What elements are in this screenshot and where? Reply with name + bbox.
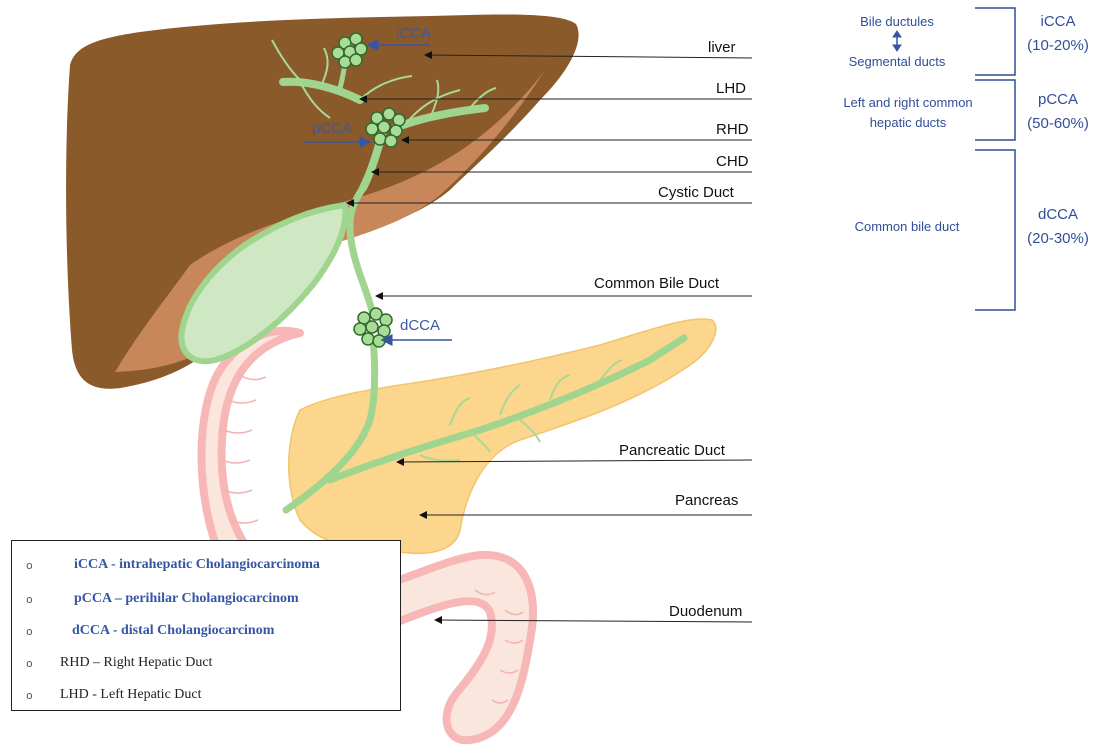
dcca-tumor-label: dCCA [400,317,440,334]
label-rhd: RHD [716,121,749,138]
label-duodenum: Duodenum [669,603,742,620]
dcca-tumor [354,308,392,347]
legend-text: iCCA - intrahepatic Cholangiocarcinoma [74,557,320,573]
class-pcca-region-top: Left and right common [843,95,972,110]
class-pcca-bracket [975,80,1015,140]
legend-text: RHD – Right Hepatic Duct [60,655,212,671]
legend-text: LHD - Left Hepatic Duct [60,687,202,703]
label-pancreas: Pancreas [675,492,738,509]
classification-panel: Bile ductules Segmental ducts iCCA (10-2… [843,8,1089,310]
class-icca-bracket [975,8,1015,75]
label-chd: CHD [716,153,749,170]
legend-bullet-icon: o [26,593,33,606]
class-dcca-pct: (20-30%) [1027,230,1089,247]
abbreviation-legend: o iCCA - intrahepatic Cholangiocarcinoma… [11,540,401,711]
class-pcca-name: pCCA [1038,91,1078,108]
legend-bullet-icon: o [26,689,33,702]
class-pcca-region-bottom: hepatic ducts [870,115,947,130]
label-liver: liver [708,39,736,56]
class-icca-name: iCCA [1040,13,1075,30]
pancreas-shape [289,319,716,553]
legend-text: pCCA – perihilar Cholangiocarcinom [74,591,299,607]
legend-bullet-icon: o [26,657,33,670]
double-arrow-icon [893,31,901,51]
class-dcca-name: dCCA [1038,206,1078,223]
legend-bullet-icon: o [26,559,33,572]
class-pcca-pct: (50-60%) [1027,115,1089,132]
class-icca-region-top: Bile ductules [860,14,934,29]
class-dcca-bracket [975,150,1015,310]
icca-tumor-label: iCCA [396,25,431,42]
label-pancreatic-duct: Pancreatic Duct [619,442,726,459]
label-cystic-duct: Cystic Duct [658,184,735,201]
legend-text: dCCA - distal Cholangiocarcinom [72,623,274,639]
legend-bullet-icon: o [26,625,33,638]
class-dcca-region-top: Common bile duct [855,219,960,234]
label-lhd: LHD [716,80,746,97]
class-icca-pct: (10-20%) [1027,37,1089,54]
label-common-bile-duct: Common Bile Duct [594,275,720,292]
pcca-tumor-label: pCCA [312,120,352,137]
class-icca-region-bottom: Segmental ducts [849,54,946,69]
